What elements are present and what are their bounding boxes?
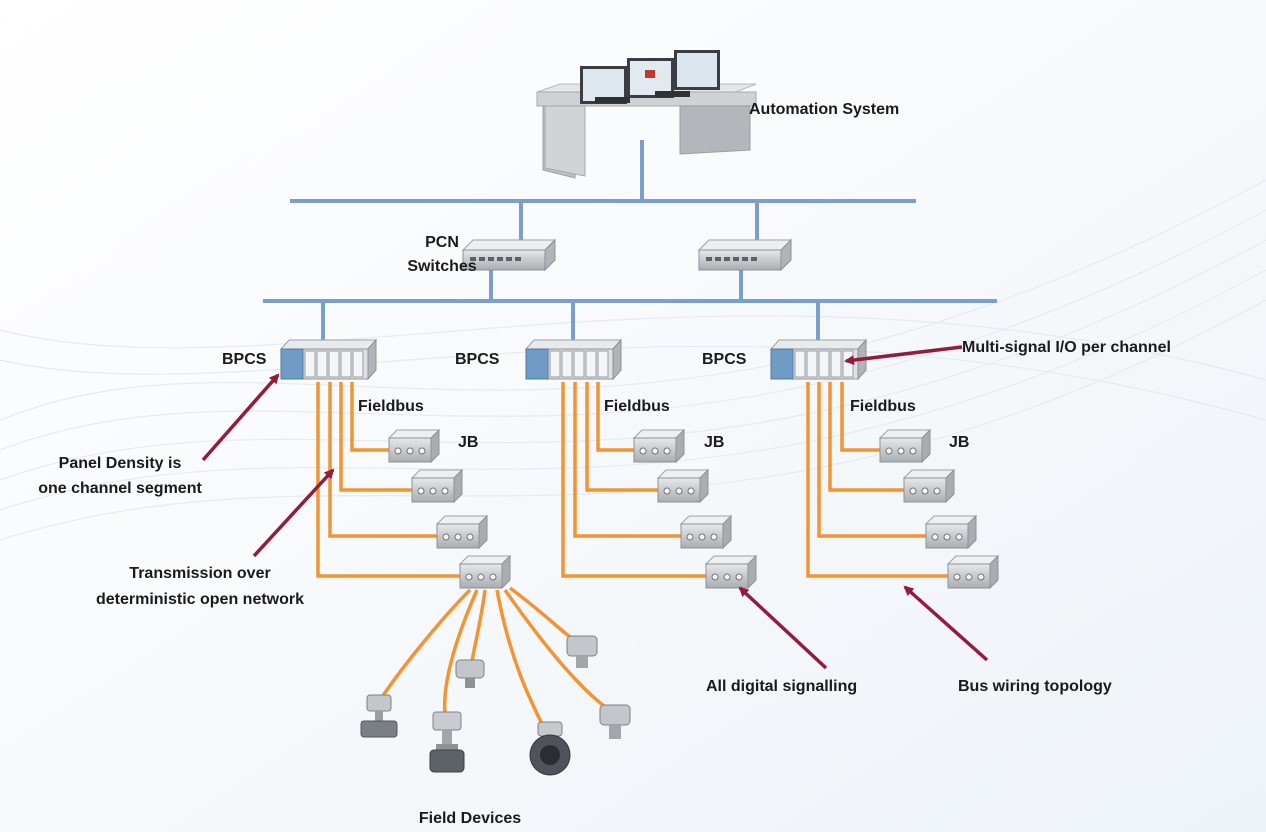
fieldbus-label: Fieldbus [850,398,916,415]
pcn-label-line1: PCN [425,234,459,251]
network-lines [263,140,997,340]
workstation-icon [536,50,757,179]
controller-icon [279,338,378,381]
fieldbus-wiring [316,382,948,731]
all-digital-label: All digital signalling [706,678,858,695]
transmission-label-line1: Transmission over [129,565,271,582]
junction-box-icon [633,429,685,463]
transmitter-icon [455,659,485,688]
junction-box-icon [947,555,999,589]
jb-label: JB [704,434,725,451]
junction-box-icon [411,469,463,503]
callout-arrows [201,345,989,670]
jb-label: JB [458,434,479,451]
junction-box-icon [879,429,931,463]
bus-wiring-label: Bus wiring topology [958,678,1112,695]
transmission-label-line2: deterministic open network [95,591,305,608]
panel-density-label-line1: Panel Density is [58,455,182,472]
flowmeter-icon [529,721,571,776]
bpcs-label: BPCS [455,351,500,368]
transmitter-icon [566,635,598,668]
panel-density-label-line2: one channel segment [38,480,202,497]
fieldbus-label: Fieldbus [604,398,670,415]
network-switch-icon [697,238,793,272]
transmitter-icon [360,694,398,738]
junction-box-icon [680,515,732,549]
transmitter-icon [599,704,631,739]
junction-box-icon [387,428,441,464]
jb-label: JB [949,434,970,451]
junction-box-icon [436,515,488,549]
valve-icon [429,711,465,773]
junction-box-icon [903,469,955,503]
bpcs-label: BPCS [222,351,267,368]
multi-signal-label: Multi-signal I/O per channel [962,339,1171,356]
automation-system-label: Automation System [749,101,900,118]
network-switch-icon [461,238,557,272]
bpcs-label: BPCS [702,351,747,368]
fieldbus-label: Fieldbus [358,398,424,415]
junction-box-icon [925,515,977,549]
junction-box-icon [459,555,511,589]
junction-box-icon [705,555,757,589]
field-devices-label: Field Devices [418,810,522,827]
controller-icon [525,339,622,380]
pcn-label-line2: Switches [407,258,477,275]
junction-box-icon [657,469,709,503]
